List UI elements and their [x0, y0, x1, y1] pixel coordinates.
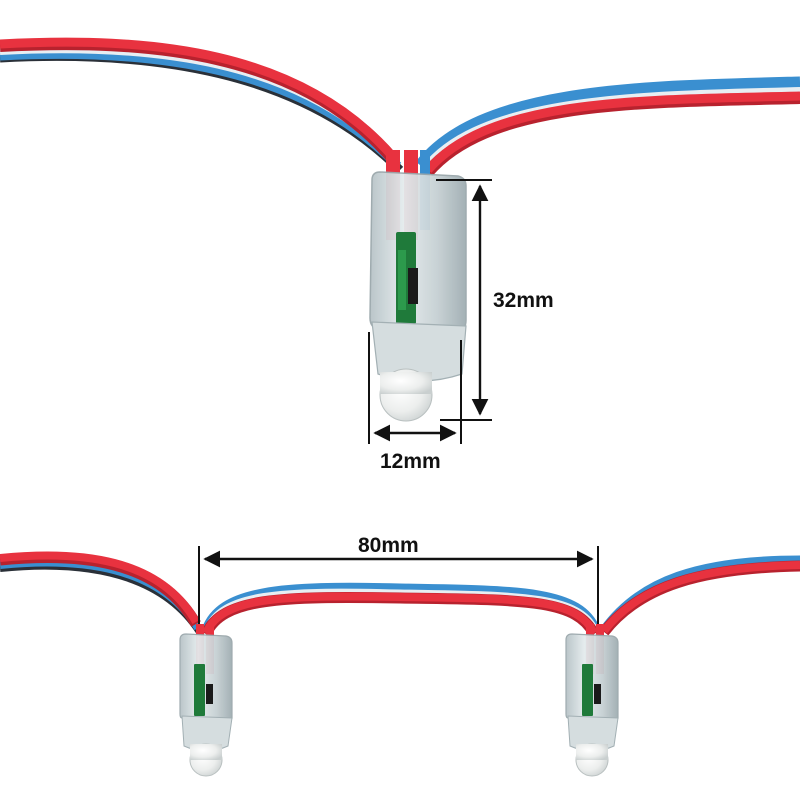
height-label: 32mm: [493, 289, 554, 312]
spacing-label: 80mm: [358, 534, 419, 557]
width-label: 12mm: [380, 450, 441, 473]
bottom-wire-harness: [0, 551, 800, 637]
led-pixel-left: [179, 624, 233, 777]
led-pixel-enlarged: [369, 150, 467, 422]
spacing-dimension: 80mm: [198, 534, 599, 624]
led-pixel-right: [565, 624, 619, 777]
height-dimension: 32mm: [436, 179, 554, 421]
width-dimension: 12mm: [368, 332, 462, 473]
top-wire-harness: [0, 37, 800, 176]
